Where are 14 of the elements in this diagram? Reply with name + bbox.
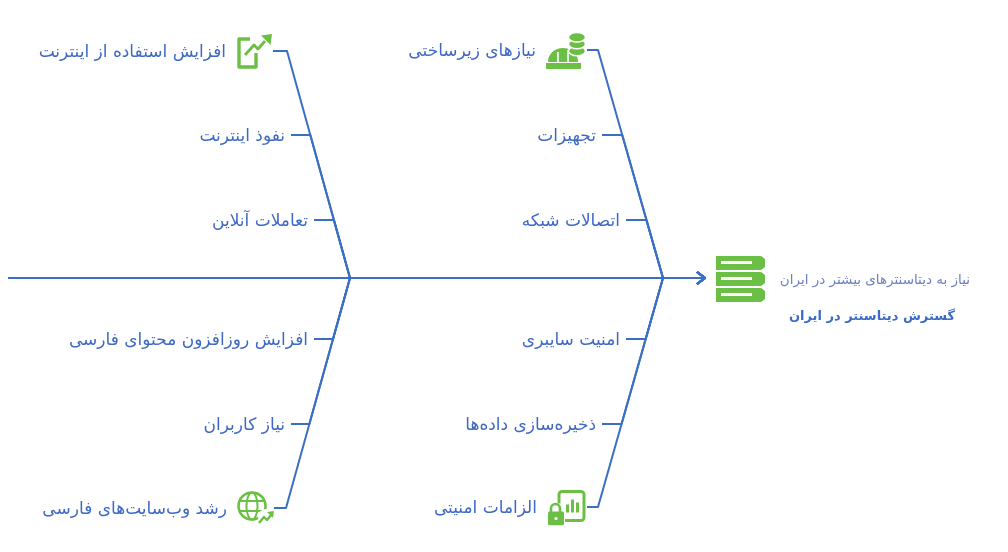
cause-label: تجهیزات (537, 123, 602, 147)
cause-label: تعاملات آنلاین (211, 208, 314, 232)
cause-label: امنیت سایبری (521, 327, 626, 351)
cause-label: اتصالات شبکه (521, 208, 626, 232)
category-label: رشد وب‌سایت‌های فارسی (42, 496, 227, 520)
category-label: الزامات امنیتی (433, 495, 537, 519)
cause-label: نفوذ اینترنت (199, 123, 291, 147)
cause-label: نیاز کاربران (203, 412, 291, 436)
effect-label: نیاز به دیتاسنترهای بیشتر در ایران (779, 271, 970, 289)
effect-title: گسترش دیتاسنتر در ایران (788, 307, 956, 325)
category-label: افزایش استفاده از اینترنت (38, 39, 226, 63)
category-label: نیازهای زیرساختی (408, 38, 536, 62)
cause-label: افزایش روزافزون محتوای فارسی (68, 327, 314, 351)
cause-label: ذخیره‌سازی داده‌ها (465, 412, 602, 436)
